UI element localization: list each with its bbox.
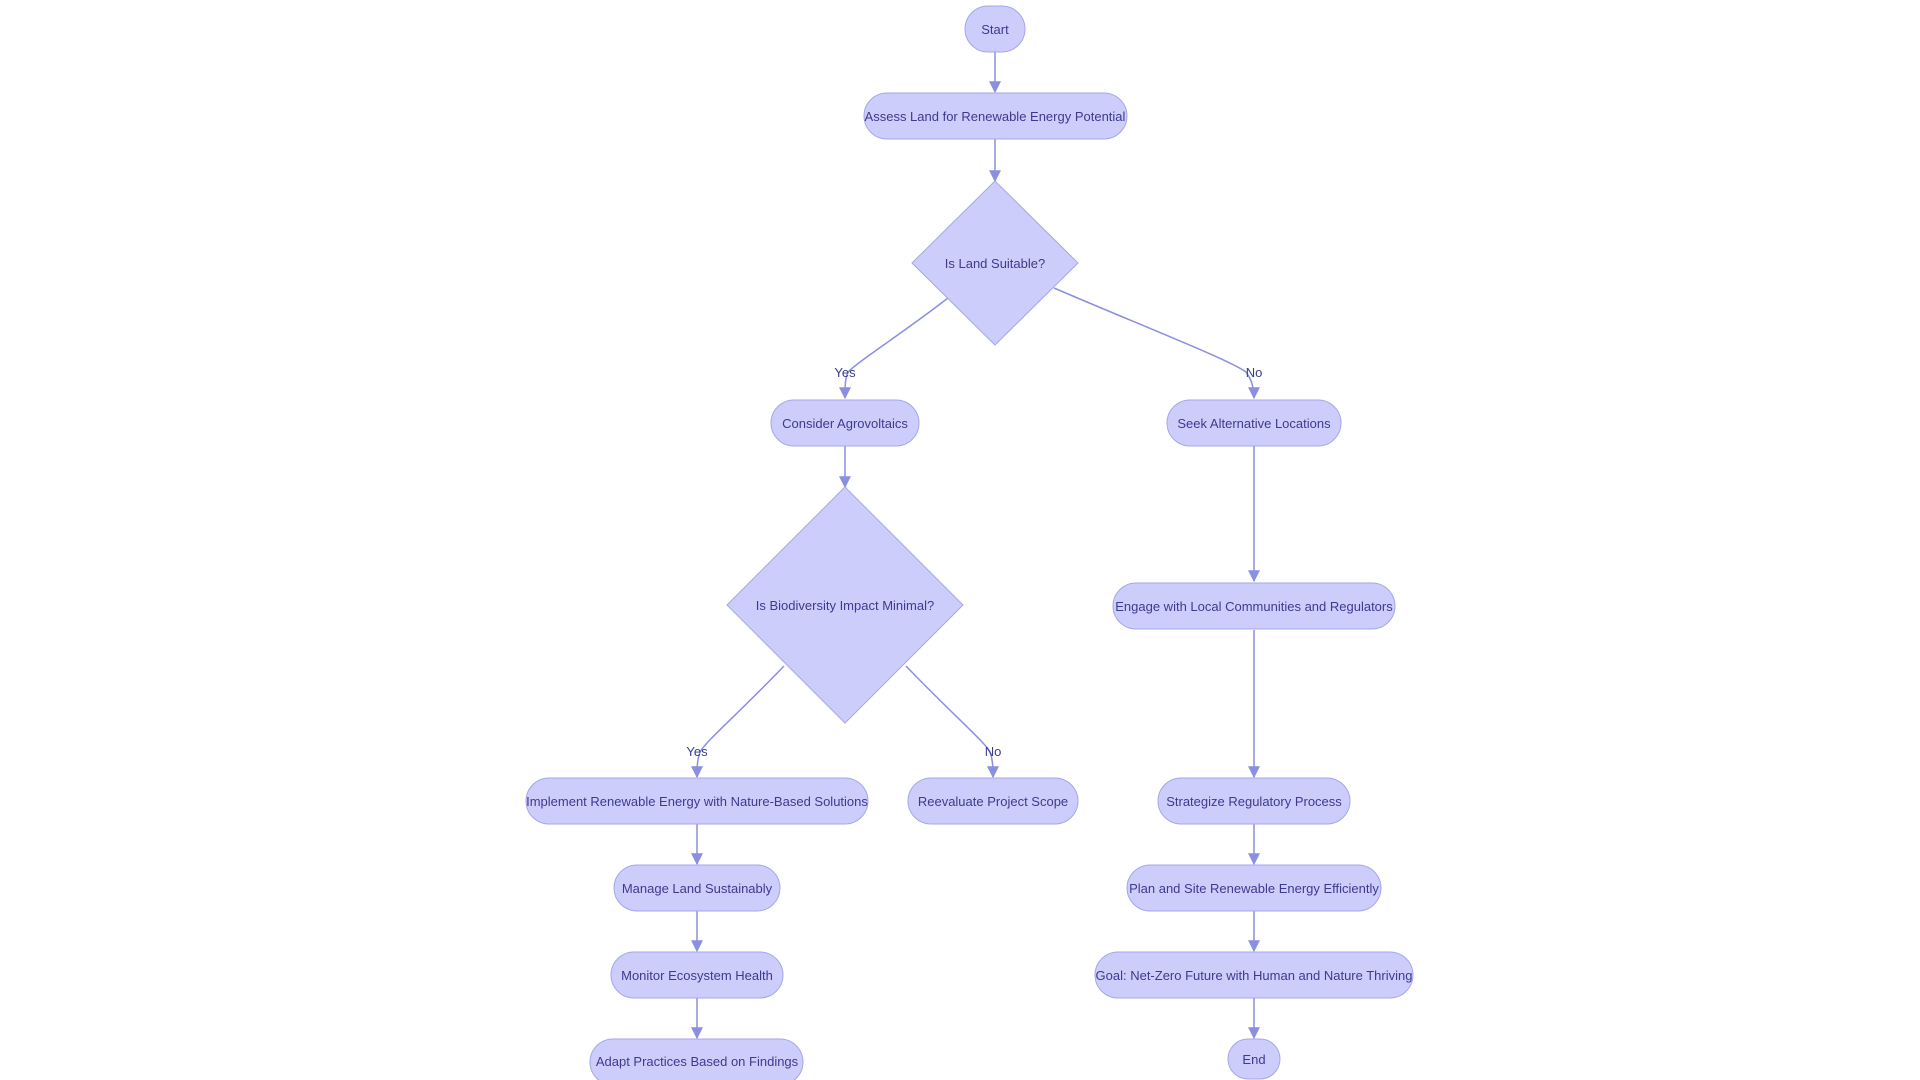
edge-label-biodiv-no: No bbox=[985, 744, 1002, 759]
edge-biodiv-reevaluate bbox=[905, 665, 999, 779]
node-suitable-decision[interactable]: Is Land Suitable? bbox=[911, 180, 1079, 346]
node-end-label: End bbox=[1242, 1052, 1265, 1067]
node-goal-label: Goal: Net-Zero Future with Human and Nat… bbox=[1096, 968, 1413, 983]
node-manage-label: Manage Land Sustainably bbox=[622, 881, 773, 896]
node-assess[interactable]: Assess Land for Renewable Energy Potenti… bbox=[863, 92, 1128, 140]
node-engage-label: Engage with Local Communities and Regula… bbox=[1115, 599, 1393, 614]
node-plan-label: Plan and Site Renewable Energy Efficient… bbox=[1129, 881, 1379, 896]
node-biodiv-label: Is Biodiversity Impact Minimal? bbox=[756, 598, 934, 613]
node-adapt[interactable]: Adapt Practices Based on Findings bbox=[589, 1038, 804, 1080]
node-biodiv-decision[interactable]: Is Biodiversity Impact Minimal? bbox=[726, 486, 964, 724]
node-end[interactable]: End bbox=[1227, 1038, 1281, 1080]
node-implement[interactable]: Implement Renewable Energy with Nature-B… bbox=[525, 777, 869, 825]
node-assess-label: Assess Land for Renewable Energy Potenti… bbox=[865, 109, 1126, 124]
node-monitor[interactable]: Monitor Ecosystem Health bbox=[610, 951, 784, 999]
node-suitable-label: Is Land Suitable? bbox=[945, 256, 1045, 271]
node-plan[interactable]: Plan and Site Renewable Energy Efficient… bbox=[1126, 864, 1382, 912]
node-reevaluate[interactable]: Reevaluate Project Scope bbox=[907, 777, 1079, 825]
edge-suitable-agro bbox=[839, 297, 949, 400]
node-strategize[interactable]: Strategize Regulatory Process bbox=[1157, 777, 1351, 825]
node-agro[interactable]: Consider Agrovoltaics bbox=[770, 399, 920, 447]
node-monitor-label: Monitor Ecosystem Health bbox=[621, 968, 773, 983]
edge-suitable-seek bbox=[1053, 287, 1260, 400]
edge-labels: Yes No Yes No bbox=[686, 365, 1262, 759]
node-adapt-label: Adapt Practices Based on Findings bbox=[596, 1054, 799, 1069]
edge-biodiv-implement bbox=[691, 665, 785, 779]
edge-label-suitable-yes: Yes bbox=[834, 365, 856, 380]
node-manage[interactable]: Manage Land Sustainably bbox=[613, 864, 781, 912]
node-seek-label: Seek Alternative Locations bbox=[1177, 416, 1331, 431]
node-strategize-label: Strategize Regulatory Process bbox=[1166, 794, 1342, 809]
node-seek[interactable]: Seek Alternative Locations bbox=[1166, 399, 1342, 447]
node-agro-label: Consider Agrovoltaics bbox=[782, 416, 908, 431]
node-goal[interactable]: Goal: Net-Zero Future with Human and Nat… bbox=[1094, 951, 1414, 999]
node-start-label: Start bbox=[981, 22, 1009, 37]
node-start[interactable]: Start bbox=[964, 5, 1026, 53]
nodes: Start Assess Land for Renewable Energy P… bbox=[525, 5, 1414, 1080]
edges bbox=[691, 52, 1260, 1040]
edge-label-suitable-no: No bbox=[1246, 365, 1263, 380]
node-reevaluate-label: Reevaluate Project Scope bbox=[918, 794, 1068, 809]
node-engage[interactable]: Engage with Local Communities and Regula… bbox=[1112, 582, 1396, 630]
edge-label-biodiv-yes: Yes bbox=[686, 744, 708, 759]
node-implement-label: Implement Renewable Energy with Nature-B… bbox=[526, 794, 868, 809]
